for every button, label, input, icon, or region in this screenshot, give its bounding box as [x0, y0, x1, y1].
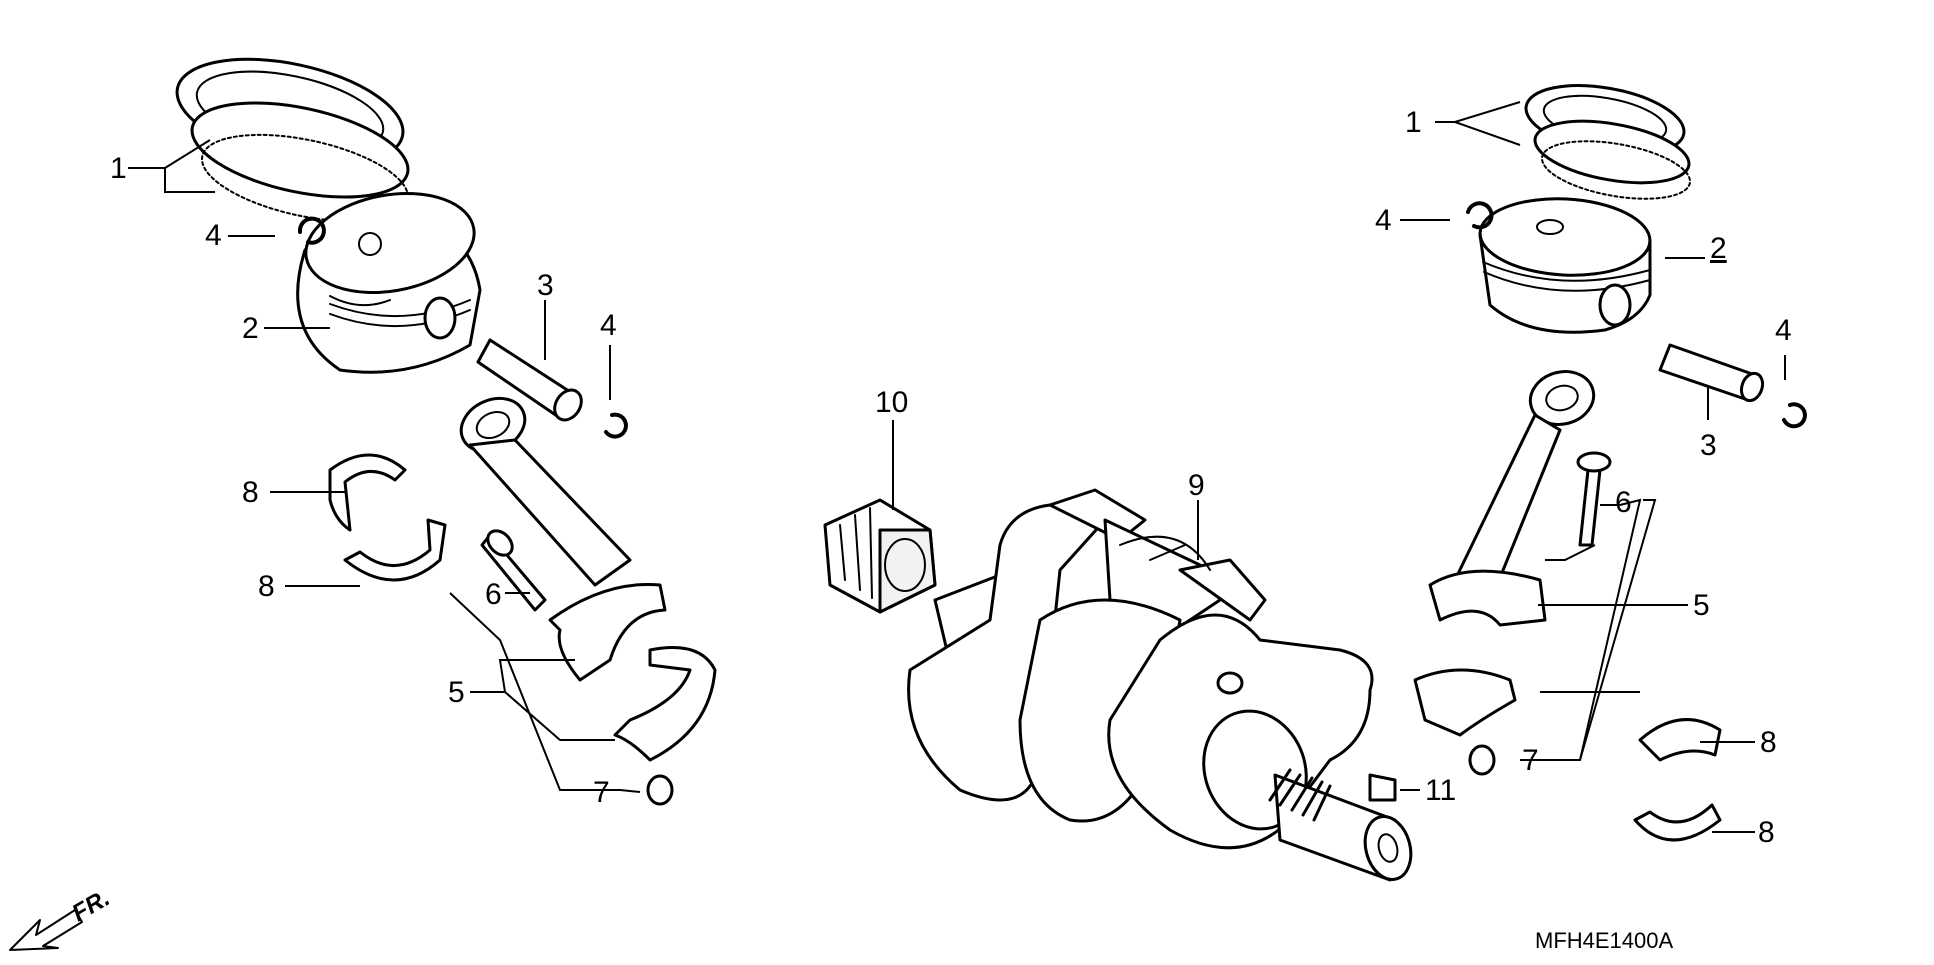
- callout-left-clip-a: 4: [205, 219, 222, 252]
- callout-left-nut: 7: [593, 776, 610, 809]
- left-piston-rings: [175, 57, 410, 223]
- callout-right-bolt: 6: [1615, 486, 1632, 519]
- callout-left-rod: 5: [448, 676, 465, 709]
- left-piston: [296, 191, 482, 374]
- left-connecting-rod: [459, 396, 717, 806]
- right-clip: [1466, 201, 1807, 429]
- woodruff-key: [1368, 773, 1397, 802]
- right-rod-bolt: [1576, 451, 1612, 547]
- primary-gear: [823, 498, 937, 614]
- callout-left-pin: 3: [537, 269, 554, 302]
- leader-lines: [128, 101, 1786, 833]
- callout-right-rod: 5: [1693, 589, 1710, 622]
- callout-right-rings: 1: [1405, 106, 1422, 139]
- left-piston-pin: [476, 338, 583, 422]
- callout-gear: 10: [875, 386, 908, 419]
- callouts: 1 4 2 3 4 8 8 6 5 7 10 9 11 1 4 2 4 3 6 …: [110, 106, 1792, 849]
- callout-left-piston: 2: [242, 312, 259, 345]
- callout-right-bearing-a: 8: [1760, 726, 1777, 759]
- callout-left-bearing-a: 8: [242, 476, 259, 509]
- callout-key: 11: [1425, 774, 1456, 807]
- callout-right-pin: 3: [1700, 429, 1717, 462]
- right-piston-rings: [1524, 84, 1691, 200]
- callout-left-rings: 1: [110, 152, 127, 185]
- callout-crank-bearing: 9: [1188, 469, 1205, 502]
- callout-right-clip-a: 4: [1375, 204, 1392, 237]
- right-bearings: [1633, 718, 1722, 842]
- crankshaft: [907, 488, 1413, 882]
- diagram-code: MFH4E1400A: [1535, 928, 1674, 953]
- callout-left-bearing-b: 8: [258, 570, 275, 603]
- callout-right-clip-b: 4: [1775, 314, 1792, 347]
- callout-left-bolt: 6: [485, 578, 502, 611]
- callout-right-bearing-b: 8: [1758, 816, 1775, 849]
- left-rod-bolt: [480, 529, 547, 612]
- right-piston-pin: [1658, 343, 1765, 403]
- right-connecting-rod: [1413, 370, 1596, 776]
- right-piston: [1478, 197, 1652, 334]
- front-direction-arrow: FR.: [9, 884, 114, 951]
- callout-left-clip-b: 4: [600, 309, 617, 342]
- left-clip: [297, 216, 628, 439]
- callout-right-piston: 2: [1710, 232, 1727, 265]
- left-bearings: [328, 453, 447, 582]
- callout-right-nut: 7: [1522, 744, 1539, 777]
